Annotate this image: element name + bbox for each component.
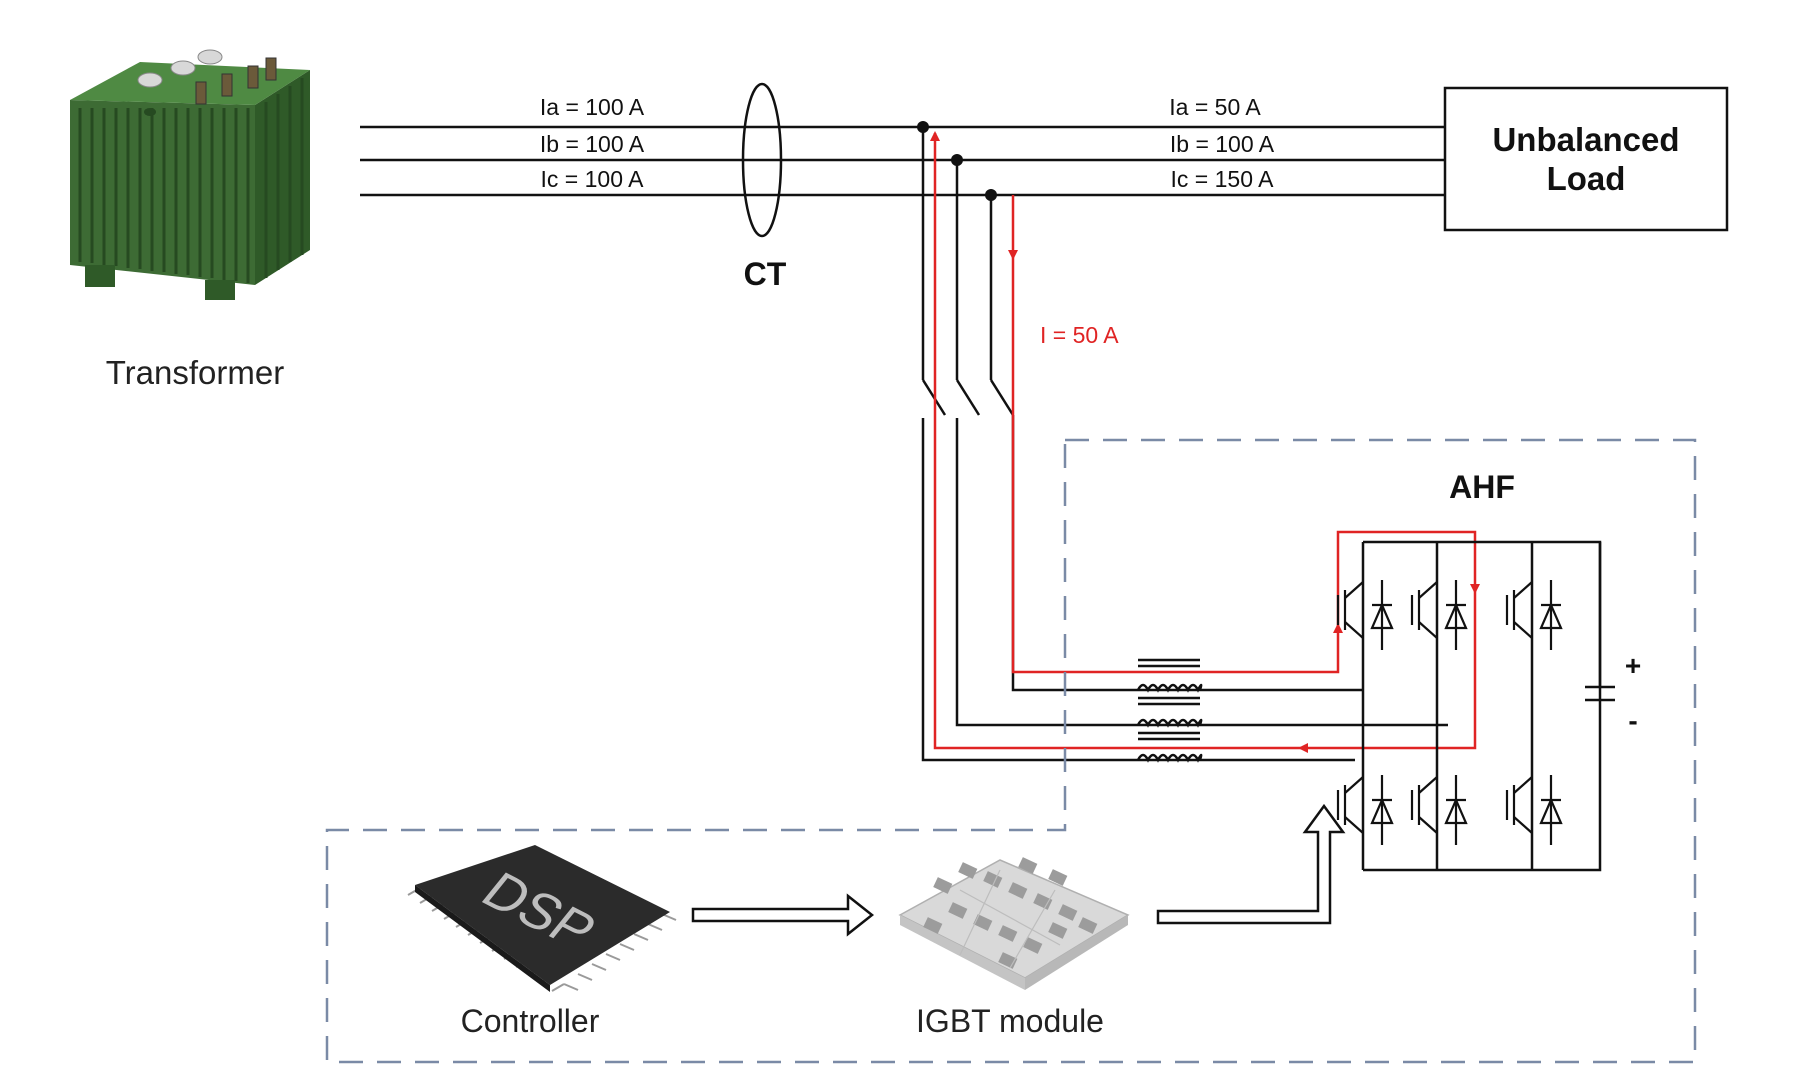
source-current-c: Ic = 100 A <box>541 166 645 192</box>
ct-label: CT <box>744 256 787 292</box>
junction-dots <box>917 121 997 201</box>
igbt-module-label: IGBT module <box>916 1003 1104 1039</box>
load-current-a: Ia = 50 A <box>1169 94 1261 120</box>
inductor-icon <box>1136 658 1203 763</box>
compensation-current-path <box>930 131 1480 753</box>
igbt-switch-icon <box>1505 580 1563 650</box>
ahf-label: AHF <box>1449 469 1515 505</box>
igbt-switch-icon <box>1505 775 1563 845</box>
igbt-to-bridge-arrow <box>1156 803 1346 925</box>
load-label-line1: Unbalanced <box>1492 121 1679 158</box>
capacitor-minus-label: - <box>1628 705 1637 736</box>
igbt-switch-icon <box>1410 775 1468 845</box>
source-current-a: Ia = 100 A <box>540 94 645 120</box>
ahf-dashed-border <box>325 438 1697 1064</box>
controller-to-igbt-arrow <box>691 893 875 937</box>
load-current-b: Ib = 100 A <box>1170 131 1275 157</box>
unbalanced-load-box <box>1443 86 1729 232</box>
bus-lines <box>360 125 1445 197</box>
dsp-chip-icon: DSP <box>407 845 677 992</box>
ct-ring <box>741 82 783 238</box>
source-current-b: Ib = 100 A <box>540 131 645 157</box>
igbt-module-icon <box>898 857 1130 990</box>
load-current-c: Ic = 150 A <box>1171 166 1275 192</box>
transformer-label: Transformer <box>106 354 284 391</box>
igbt-switch-icon <box>1410 580 1468 650</box>
load-label-line2: Load <box>1547 160 1626 197</box>
igbt-switch-icon <box>1336 580 1394 650</box>
transformer-icon <box>70 49 310 300</box>
controller-label: Controller <box>461 1003 600 1039</box>
igbt-switch-icon <box>1336 775 1394 845</box>
compensation-current-label: I = 50 A <box>1040 322 1119 348</box>
capacitor-plus-label: + <box>1625 650 1641 681</box>
inverter-bridge <box>1361 540 1615 872</box>
igbt-switches <box>1336 580 1563 845</box>
